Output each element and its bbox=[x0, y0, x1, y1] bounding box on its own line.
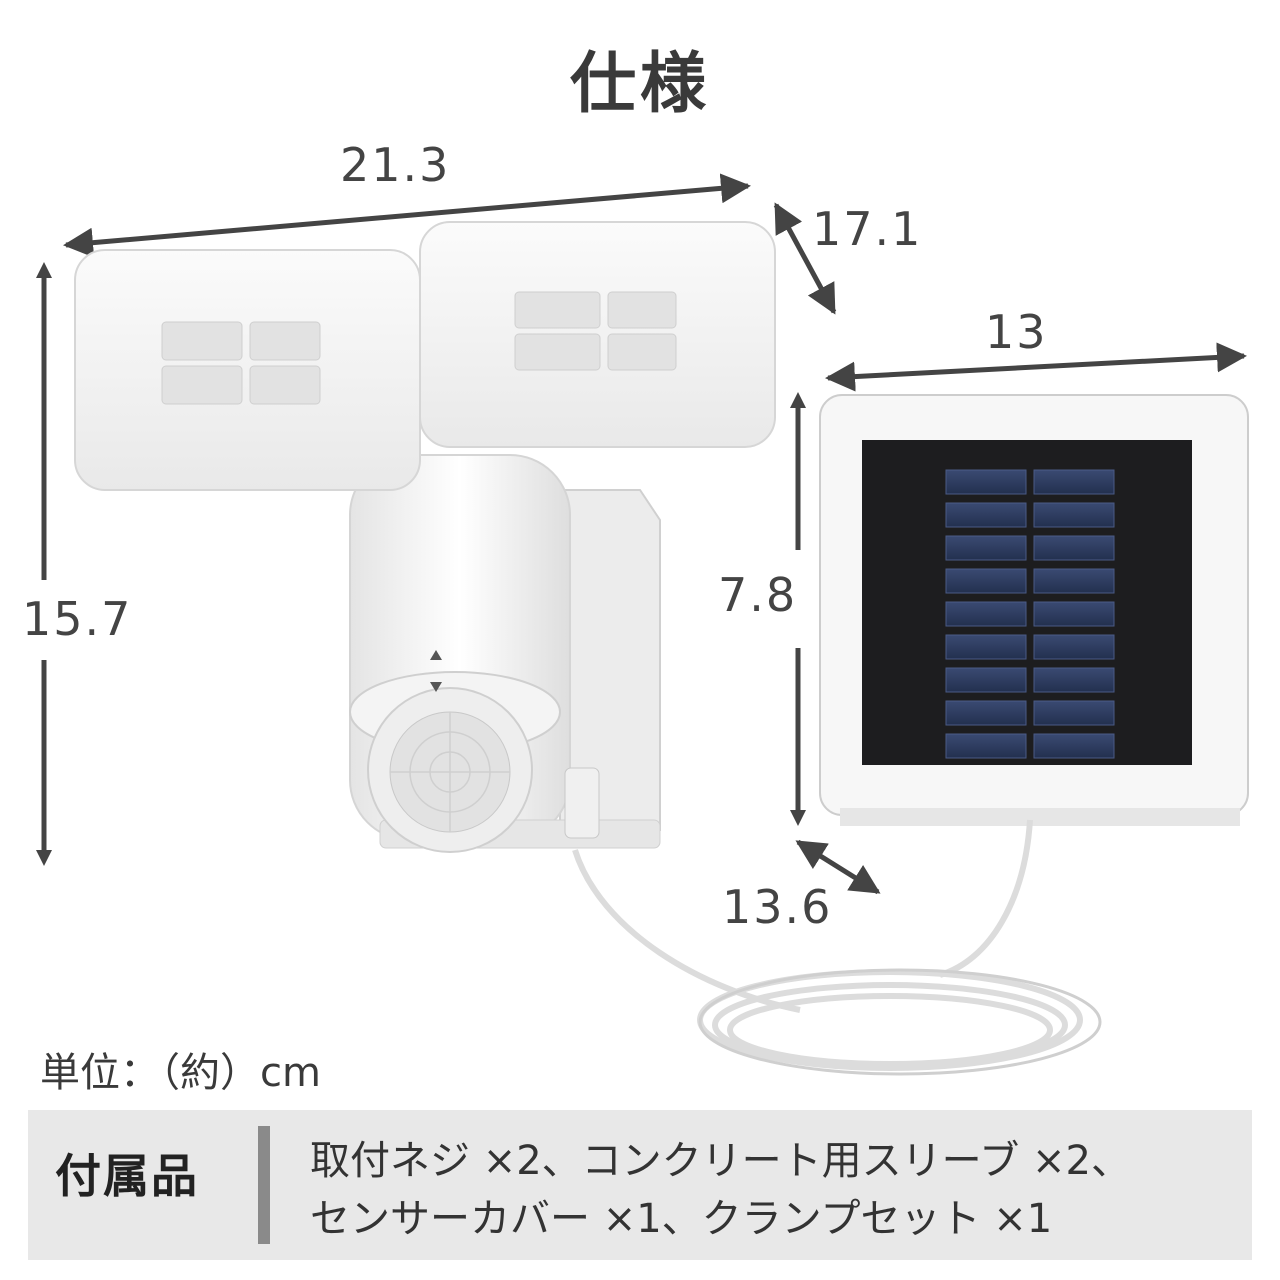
dimension-arrows bbox=[36, 173, 1247, 895]
solar-cell bbox=[945, 733, 1027, 759]
dimension-light-width: 21.3 bbox=[340, 138, 451, 192]
solar-cell bbox=[945, 535, 1027, 561]
accessories-line-2: センサーカバー ×1、クランプセット ×1 bbox=[310, 1196, 1053, 1242]
solar-cell bbox=[1033, 733, 1115, 759]
led-floodlight-illustration bbox=[74, 221, 776, 853]
unit-label: 単位：（約）cm bbox=[40, 1050, 321, 1096]
solar-cell bbox=[945, 469, 1027, 495]
dimension-light-depth: 17.1 bbox=[812, 202, 923, 256]
solar-cell bbox=[1033, 568, 1115, 594]
solar-panel-illustration bbox=[819, 394, 1249, 826]
cable-illustration bbox=[572, 819, 1102, 1076]
solar-cell bbox=[1033, 601, 1115, 627]
solar-cell bbox=[1033, 469, 1115, 495]
accessories-line-1: 取付ネジ ×2、コンクリート用スリーブ ×2、 bbox=[310, 1138, 1131, 1184]
accessories-divider bbox=[258, 1126, 270, 1244]
accessories-band bbox=[28, 1110, 1252, 1260]
dimension-panel-width: 13 bbox=[985, 305, 1048, 359]
solar-cell bbox=[945, 502, 1027, 528]
solar-cell bbox=[945, 700, 1027, 726]
page-title: 仕様 bbox=[570, 45, 710, 122]
solar-cell bbox=[1033, 700, 1115, 726]
solar-cell bbox=[1033, 535, 1115, 561]
solar-cell bbox=[945, 634, 1027, 660]
solar-cell bbox=[945, 601, 1027, 627]
accessories-heading: 付属品 bbox=[55, 1149, 199, 1203]
solar-cell bbox=[1033, 667, 1115, 693]
dimension-panel-height: 7.8 bbox=[718, 568, 798, 622]
solar-cell bbox=[1033, 634, 1115, 660]
solar-cell bbox=[945, 667, 1027, 693]
dimension-light-height: 15.7 bbox=[22, 592, 133, 646]
solar-cell bbox=[945, 568, 1027, 594]
solar-cell bbox=[1033, 502, 1115, 528]
dimension-panel-depth: 13.6 bbox=[722, 880, 833, 934]
